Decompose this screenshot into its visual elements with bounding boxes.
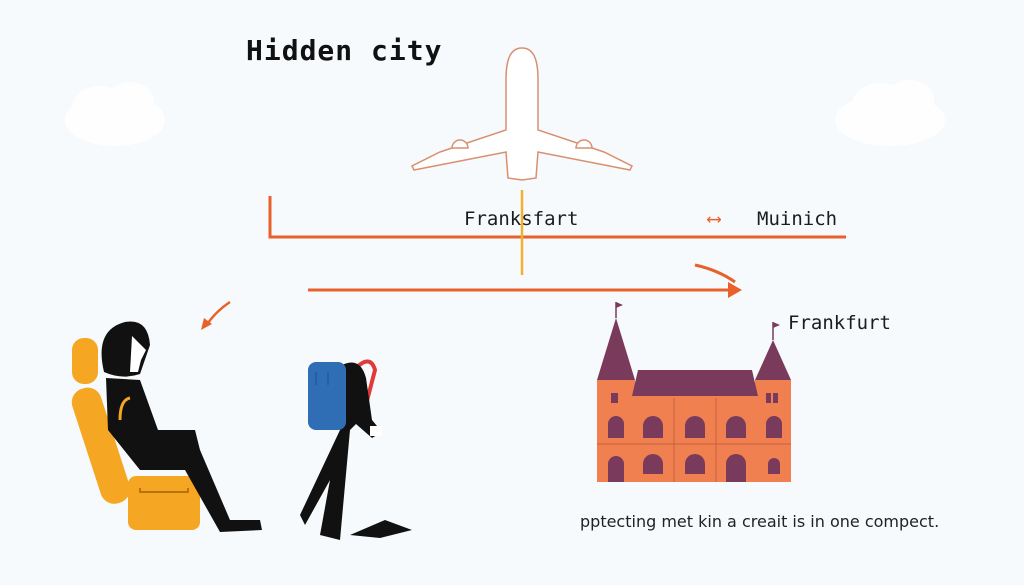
curved-arrow-icon [694, 263, 736, 284]
airplane-icon [410, 47, 634, 181]
bidirectional-arrow-icon: ⟷ [708, 206, 721, 230]
castle-city-label: Frankfurt [788, 312, 891, 334]
layover-city-label: Franksfart [464, 208, 579, 230]
cloud-icon [835, 80, 945, 146]
route-lines [268, 196, 846, 292]
cloud-icon [65, 82, 165, 146]
castle-icon [597, 302, 791, 482]
caption-text: pptecting met kin a creait is in one com… [580, 512, 940, 531]
arrowhead-icon [201, 318, 212, 330]
destination-city-label: Muinich [757, 208, 838, 230]
route-arrowhead-icon [728, 282, 742, 298]
backpacker-icon [300, 359, 412, 540]
seated-passenger-icon [71, 321, 262, 532]
page-title: Hidden city [246, 34, 443, 67]
